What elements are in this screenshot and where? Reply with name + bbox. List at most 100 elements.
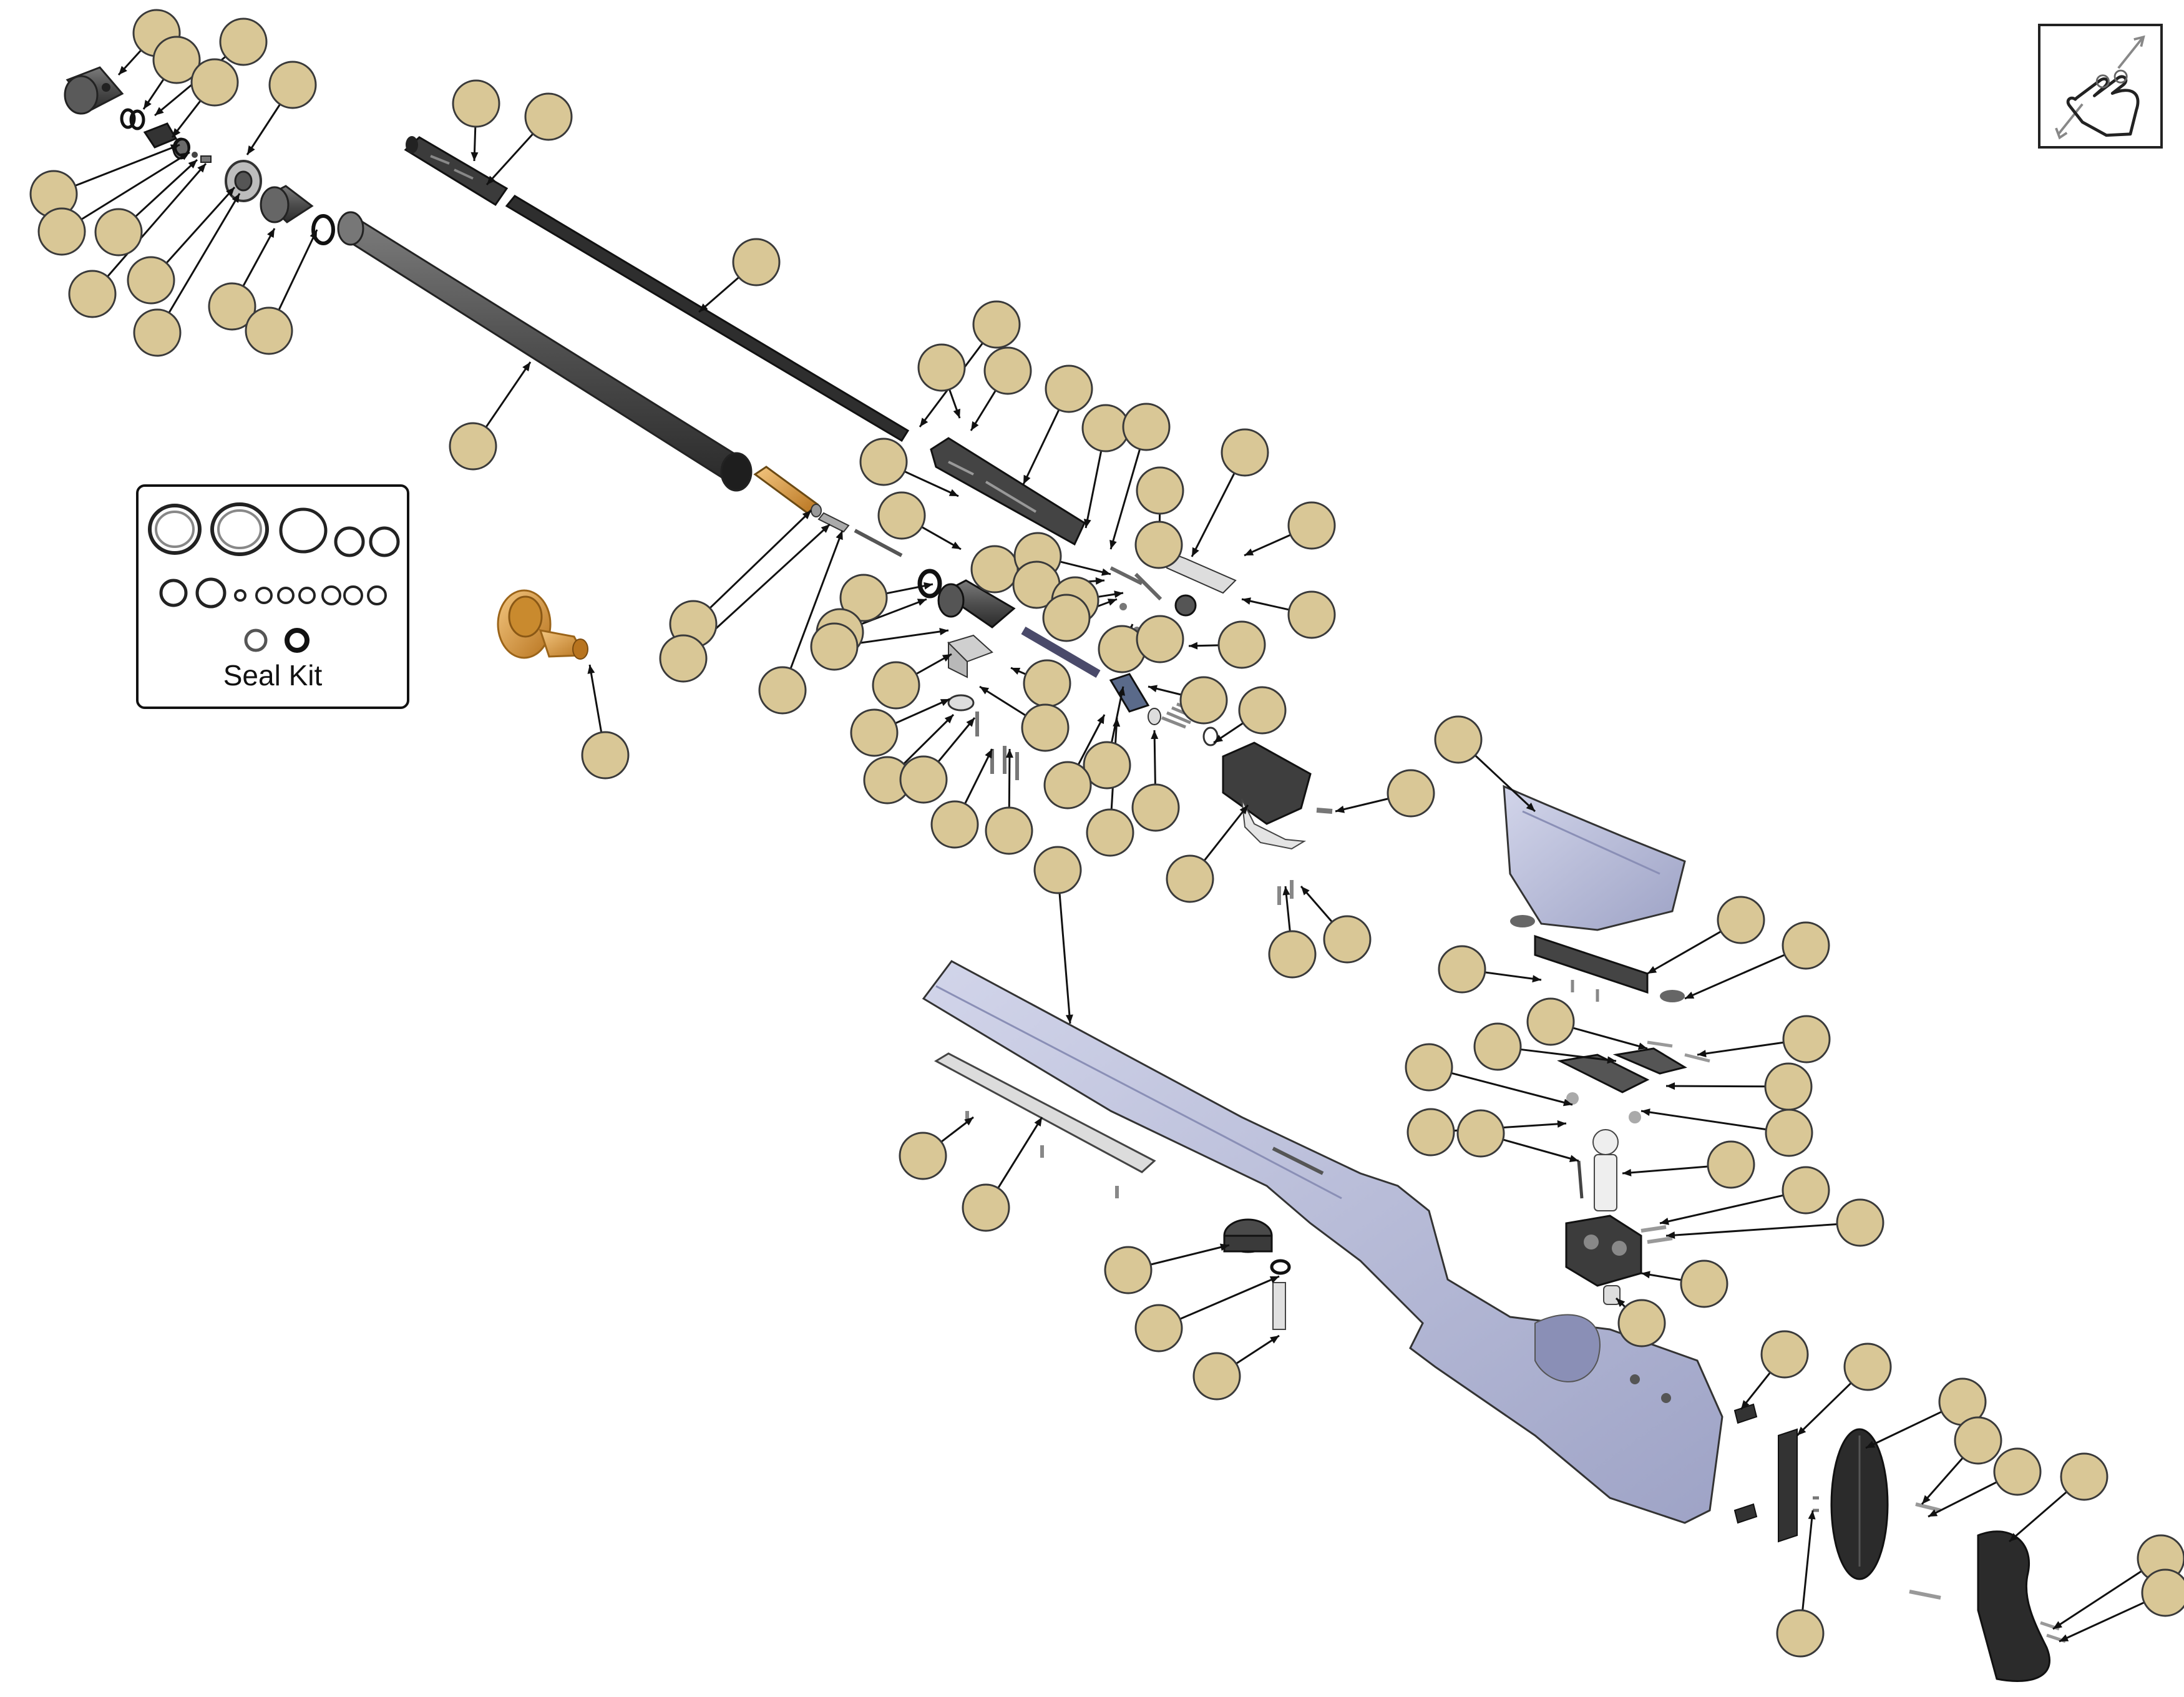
part-callout-37[interactable] xyxy=(1287,590,1336,639)
part-callout-balloon[interactable] xyxy=(1045,364,1093,413)
part-callout-72[interactable] xyxy=(1764,1062,1813,1111)
part-callout-36[interactable] xyxy=(1136,615,1184,663)
part-callout-balloon[interactable] xyxy=(1760,1330,1809,1379)
part-callout-balloon[interactable] xyxy=(1217,620,1266,669)
part-callout-balloon[interactable] xyxy=(1136,615,1184,663)
part-callout-balloon[interactable] xyxy=(1617,1299,1666,1347)
part-callout-24[interactable] xyxy=(859,438,908,486)
part-callout-balloon[interactable] xyxy=(1021,703,1070,752)
part-callout-53[interactable] xyxy=(930,800,979,849)
part-callout-balloon[interactable] xyxy=(1836,1198,1884,1247)
part-callout-balloon[interactable] xyxy=(190,58,239,107)
part-callout-12[interactable] xyxy=(208,282,256,331)
part-callout-balloon[interactable] xyxy=(1707,1140,1755,1189)
part-callout-28[interactable] xyxy=(1287,501,1336,550)
part-callout-59[interactable] xyxy=(1166,854,1214,903)
part-callout-balloon[interactable] xyxy=(899,1132,947,1180)
part-callout-16[interactable] xyxy=(732,238,781,286)
part-callout-balloon[interactable] xyxy=(850,708,899,757)
part-callout-balloon[interactable] xyxy=(962,1183,1010,1232)
part-callout-balloon[interactable] xyxy=(245,306,293,355)
part-callout-balloon[interactable] xyxy=(1043,761,1092,809)
part-callout-69[interactable] xyxy=(1473,1022,1522,1071)
part-callout-balloon[interactable] xyxy=(1122,403,1171,451)
part-callout-44[interactable] xyxy=(810,622,859,671)
part-callout-94[interactable] xyxy=(1776,1609,1825,1658)
part-callout-balloon[interactable] xyxy=(268,61,317,109)
part-callout-balloon[interactable] xyxy=(1268,930,1317,979)
part-callout-balloon[interactable] xyxy=(1405,1043,1453,1092)
part-callout-93[interactable] xyxy=(2141,1568,2184,1617)
part-callout-balloon[interactable] xyxy=(877,491,926,540)
part-callout-balloon[interactable] xyxy=(1993,1447,2042,1496)
part-callout-58[interactable] xyxy=(1131,783,1180,832)
part-callout-23[interactable] xyxy=(1122,403,1171,451)
part-callout-9[interactable] xyxy=(68,270,117,318)
part-callout-balloon[interactable] xyxy=(1438,945,1486,994)
part-callout-balloon[interactable] xyxy=(1387,769,1435,818)
part-callout-7[interactable] xyxy=(37,207,86,256)
part-callout-5[interactable] xyxy=(268,61,317,109)
part-callout-71[interactable] xyxy=(1405,1043,1453,1092)
part-callout-balloon[interactable] xyxy=(2141,1568,2184,1617)
part-callout-86[interactable] xyxy=(1760,1330,1809,1379)
part-callout-balloon[interactable] xyxy=(1023,659,1071,708)
part-callout-balloon[interactable] xyxy=(972,300,1021,349)
part-callout-82[interactable] xyxy=(962,1183,1010,1232)
part-callout-balloon[interactable] xyxy=(1782,1166,1830,1215)
part-callout-balloon[interactable] xyxy=(94,208,143,257)
part-callout-balloon[interactable] xyxy=(133,308,182,357)
part-callout-balloon[interactable] xyxy=(1434,715,1483,764)
part-callout-balloon[interactable] xyxy=(917,343,966,392)
part-callout-89[interactable] xyxy=(1954,1416,2002,1465)
part-callout-balloon[interactable] xyxy=(1456,1109,1505,1158)
part-callout-13[interactable] xyxy=(245,306,293,355)
part-callout-11[interactable] xyxy=(133,308,182,357)
part-callout-76[interactable] xyxy=(1707,1140,1755,1189)
part-callout-57[interactable] xyxy=(1086,808,1134,857)
part-callout-68[interactable] xyxy=(1526,997,1575,1046)
part-callout-balloon[interactable] xyxy=(983,346,1032,395)
part-callout-balloon[interactable] xyxy=(1179,676,1228,725)
part-callout-balloon[interactable] xyxy=(208,282,256,331)
part-callout-83[interactable] xyxy=(1104,1246,1153,1294)
part-callout-balloon[interactable] xyxy=(581,731,630,780)
part-callout-38[interactable] xyxy=(1217,620,1266,669)
part-callout-balloon[interactable] xyxy=(839,574,888,622)
part-callout-balloon[interactable] xyxy=(1131,783,1180,832)
part-callout-balloon[interactable] xyxy=(1081,404,1130,452)
part-callout-balloon[interactable] xyxy=(219,17,268,66)
part-callout-balloon[interactable] xyxy=(152,36,201,84)
part-callout-81[interactable] xyxy=(899,1132,947,1180)
part-callout-65[interactable] xyxy=(1717,896,1765,944)
part-callout-balloon[interactable] xyxy=(1406,1108,1455,1157)
part-callout-18[interactable] xyxy=(972,300,1021,349)
part-callout-balloon[interactable] xyxy=(859,438,908,486)
part-callout-67[interactable] xyxy=(1438,945,1486,994)
part-callout-79[interactable] xyxy=(1680,1259,1728,1308)
part-callout-balloon[interactable] xyxy=(1134,521,1183,569)
part-callout-balloon[interactable] xyxy=(1473,1022,1522,1071)
part-callout-22[interactable] xyxy=(1081,404,1130,452)
part-callout-balloon[interactable] xyxy=(1192,1352,1241,1401)
part-callout-balloon[interactable] xyxy=(985,806,1033,855)
part-callout-77[interactable] xyxy=(1782,1166,1830,1215)
part-callout-balloon[interactable] xyxy=(970,545,1019,594)
part-callout-balloon[interactable] xyxy=(930,800,979,849)
part-callout-48[interactable] xyxy=(872,661,920,710)
part-callout-balloon[interactable] xyxy=(1086,808,1134,857)
part-callout-49[interactable] xyxy=(1021,703,1070,752)
part-callout-balloon[interactable] xyxy=(1136,466,1184,515)
part-callout-39[interactable] xyxy=(839,574,888,622)
part-callout-balloon[interactable] xyxy=(1764,1062,1813,1111)
part-callout-54[interactable] xyxy=(985,806,1033,855)
part-callout-balloon[interactable] xyxy=(1782,1015,1831,1064)
part-callout-87[interactable] xyxy=(1843,1342,1892,1391)
part-callout-63[interactable] xyxy=(1033,846,1082,894)
part-callout-balloon[interactable] xyxy=(37,207,86,256)
part-callout-75[interactable] xyxy=(1456,1109,1505,1158)
part-callout-29[interactable] xyxy=(1134,521,1183,569)
part-callout-21[interactable] xyxy=(1045,364,1093,413)
part-callout-balloon[interactable] xyxy=(1287,590,1336,639)
part-callout-balloon[interactable] xyxy=(524,92,573,141)
